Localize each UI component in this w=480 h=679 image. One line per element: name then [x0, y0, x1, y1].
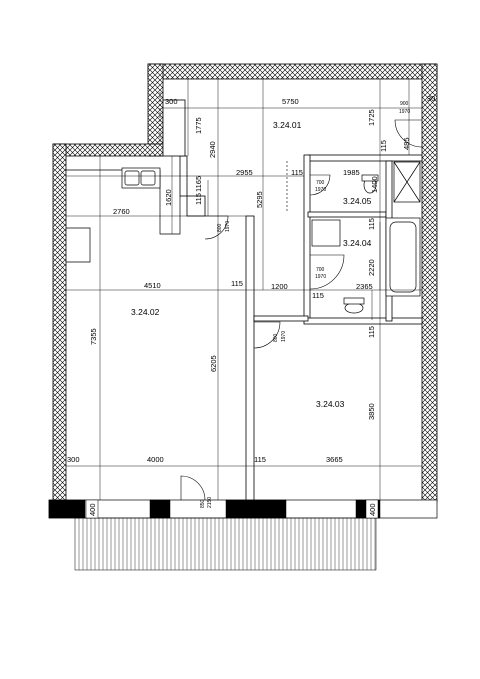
pier-1 — [48, 499, 86, 519]
wall-left — [52, 143, 67, 503]
bedroom-door-swing — [253, 321, 281, 349]
dim-1725: 1725 — [367, 109, 376, 126]
dim-400-right-box: 400 — [365, 499, 379, 519]
hall-door-swing — [204, 215, 229, 240]
dimension-lines — [66, 79, 422, 500]
dim-400-left: 400 — [88, 503, 97, 516]
room-label-3.24.05: 3.24.05 — [343, 196, 372, 206]
dim-5295: 5295 — [255, 191, 264, 208]
dim-1620: 1620 — [164, 189, 173, 206]
dim-1400: 1400 — [370, 176, 379, 193]
wall-bath-mid — [307, 211, 387, 218]
dim-2955: 2955 — [236, 168, 253, 177]
bath-fixtures — [311, 161, 421, 314]
dim-1165: 1165 — [194, 176, 203, 192]
dim-800-hall: 800 — [217, 223, 223, 232]
dim-700-bath: 700 — [316, 267, 325, 273]
balcony-slab — [74, 517, 377, 571]
dim-5750: 5750 — [282, 97, 299, 106]
pier-2 — [149, 499, 171, 519]
dim-400-left-box: 400 — [85, 499, 99, 519]
wall-top-left-vertical — [147, 63, 164, 157]
dim-4510: 4510 — [144, 281, 161, 290]
door-swings — [159, 92, 423, 501]
dim-1970-entry: 1970 — [399, 109, 410, 115]
entry-door-swing — [394, 119, 423, 148]
dim-1775: 1775 — [194, 117, 203, 134]
washbasin-icon — [311, 219, 341, 247]
dim-700-wc: 700 — [316, 180, 325, 186]
wall-bath-bottom — [303, 317, 423, 325]
room-labels: 3.24.01 3.24.02 3.24.03 3.24.04 3.24.05 — [131, 120, 372, 409]
wall-right — [421, 63, 438, 503]
dim-2220: 2220 — [367, 259, 376, 276]
room-label-3.24.03: 3.24.03 — [316, 399, 345, 409]
dim-115-bottom: 115 — [254, 455, 266, 464]
wall-bath-left — [303, 154, 311, 321]
dimension-labels: 300 5750 900 1970 30 1775 1725 2940 115 … — [67, 94, 435, 519]
dim-1970-hall: 1970 — [225, 221, 231, 232]
dim-2760: 2760 — [113, 207, 130, 216]
balcony — [48, 499, 438, 571]
wall-top — [147, 63, 438, 80]
dim-115-bath: 115 — [367, 218, 376, 230]
dim-900: 900 — [400, 101, 409, 107]
dim-115-mid: 115 — [231, 279, 243, 288]
dim-2365: 2365 — [356, 282, 373, 291]
bath-door-swing — [309, 254, 345, 290]
dim-1985: 1985 — [343, 168, 360, 177]
dim-115-kitchen: 115 — [194, 193, 203, 205]
wc-door-swing — [309, 174, 331, 196]
dim-485: 485 — [402, 137, 411, 150]
exterior-walls — [52, 63, 438, 503]
dim-4000: 4000 — [147, 455, 164, 464]
wall-bedroom-left — [245, 215, 255, 503]
dim-1970-bath: 1970 — [315, 274, 326, 280]
wall-bedroom-top — [253, 315, 309, 322]
basin-icon — [344, 302, 364, 314]
dim-6205: 6205 — [209, 355, 218, 372]
dim-7355: 7355 — [89, 328, 98, 345]
room-label-3.24.04: 3.24.04 — [343, 238, 372, 248]
dim-800-bedroom: 800 — [273, 333, 279, 342]
dim-850: 850 — [200, 499, 206, 508]
dim-30: 30 — [427, 94, 435, 103]
dim-2940: 2940 — [208, 141, 217, 158]
dim-3665: 3665 — [326, 455, 343, 464]
dim-115-top-right: 115 — [379, 140, 388, 152]
dim-1200: 1200 — [271, 282, 288, 291]
dim-115-hall: 115 — [291, 168, 303, 177]
dim-1970-wc: 1970 — [315, 187, 326, 193]
balcony-door-swing — [180, 475, 206, 501]
dim-300-top: 300 — [165, 97, 178, 106]
dim-400-right: 400 — [368, 503, 377, 516]
wall-bath-top — [307, 154, 423, 162]
dim-300-bottom: 300 — [67, 455, 80, 464]
wall-step — [52, 143, 164, 157]
interior-walls — [162, 99, 423, 503]
wall-entry-left — [162, 99, 186, 157]
dim-115-bath-bottom: 115 — [312, 291, 324, 300]
pier-3 — [225, 499, 287, 519]
room-label-3.24.01: 3.24.01 — [273, 120, 302, 130]
room-label-3.24.02: 3.24.02 — [131, 307, 160, 317]
dim-3850: 3850 — [367, 403, 376, 420]
dim-115-bedroom: 115 — [367, 326, 376, 338]
dim-1970-bedroom: 1970 — [281, 331, 287, 342]
kitchen-counter — [66, 167, 181, 263]
dim-2150: 2150 — [207, 497, 213, 508]
